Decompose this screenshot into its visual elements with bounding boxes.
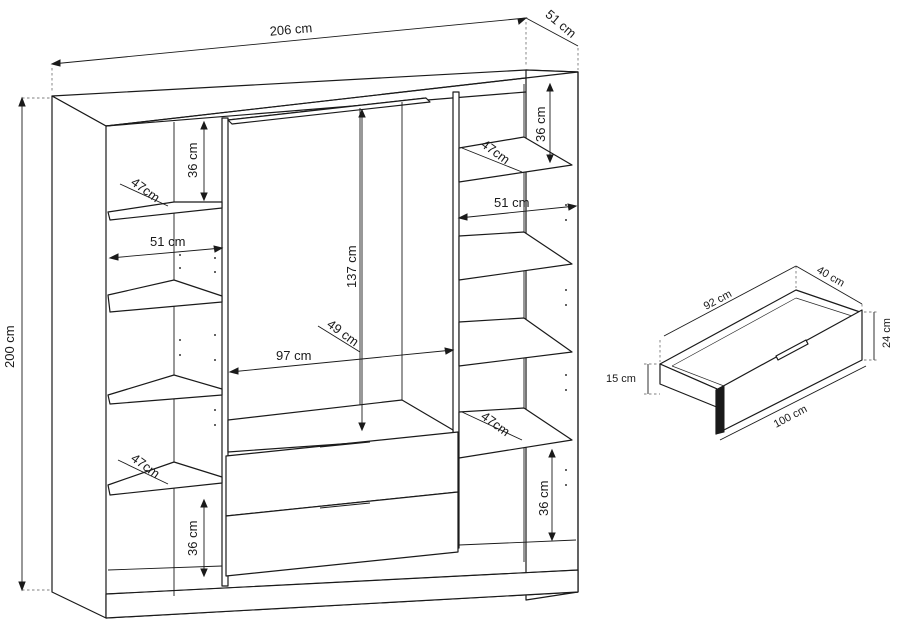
plinth <box>105 569 579 619</box>
top-panel <box>51 69 579 127</box>
hanging-height-label: 137 cm <box>344 245 359 288</box>
right-top-gap-label: 36 cm <box>533 107 548 142</box>
left-shelf-3 <box>107 374 223 405</box>
left-side-panel <box>51 95 107 619</box>
drawer-inner-width-label: 92 cm <box>702 288 734 313</box>
center-column <box>225 97 459 577</box>
left-bottom-gap-label: 36 cm <box>185 521 200 556</box>
right-shelf-2 <box>458 231 573 281</box>
overall-height-label: 200 cm <box>2 325 17 368</box>
right-shelf-4 <box>458 407 573 459</box>
drawer-handle-lower <box>319 502 371 509</box>
drawer-side-height-label: 15 cm <box>606 373 636 385</box>
drawer-handle <box>775 339 809 361</box>
right-pin-holes <box>565 204 567 486</box>
overall-width-label: 206 cm <box>269 20 313 39</box>
left-shelf-depth-top-label: 47cm <box>128 174 163 205</box>
right-shelf-1 <box>458 136 573 183</box>
left-shelf-4 <box>107 461 223 496</box>
left-shelf-2 <box>107 279 223 313</box>
drawer-outer-width-label: 100 cm <box>772 403 809 431</box>
right-shelf-width-label: 51 cm <box>494 195 529 210</box>
right-shelf-3 <box>458 317 573 367</box>
dimension-lines <box>18 17 579 592</box>
left-pin-holes <box>179 254 216 426</box>
hanging-rail <box>227 97 431 125</box>
center-width-label: 97 cm <box>276 348 311 363</box>
center-depth-label: 49 cm <box>324 316 361 349</box>
drawer-front-height-label: 24 cm <box>881 318 893 348</box>
wardrobe-carcass <box>51 69 579 619</box>
drawer-handle-upper <box>319 441 371 448</box>
drawer-front-edge <box>715 385 725 435</box>
left-shelf-width-label: 51 cm <box>150 234 185 249</box>
left-column <box>107 117 229 596</box>
drawer-detail: 92 cm 40 cm 24 cm 15 cm 100 cm <box>606 264 893 441</box>
right-bottom-gap-label: 36 cm <box>536 481 551 516</box>
left-top-gap-label: 36 cm <box>185 143 200 178</box>
overall-depth-label: 51 cm <box>543 7 580 41</box>
drawer-front-lower <box>225 491 459 577</box>
